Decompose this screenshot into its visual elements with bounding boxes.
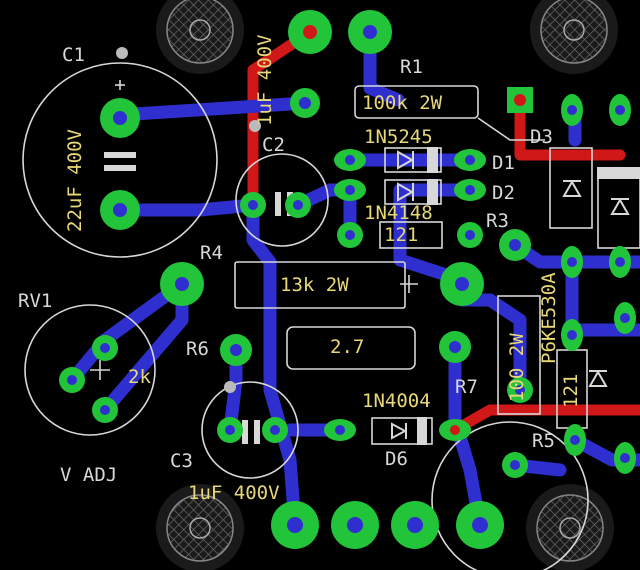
pad — [457, 222, 483, 248]
d3-value: P6KE530A — [538, 272, 560, 364]
pad — [337, 222, 363, 248]
pad — [499, 229, 531, 261]
pad — [324, 419, 356, 441]
pad — [290, 88, 320, 118]
pad — [334, 149, 366, 171]
pad — [439, 419, 471, 441]
pad — [507, 377, 533, 403]
r5-value: 121 — [560, 373, 582, 408]
d6-name: D6 — [385, 448, 408, 470]
mounting-hole — [530, 0, 618, 74]
d2-value: 1N4148 — [364, 202, 433, 224]
rv1-label: V ADJ — [60, 464, 118, 486]
r4-value: 13k 2W — [280, 274, 349, 296]
r3-value: 121 — [384, 224, 419, 246]
c1-name: C1 — [62, 44, 85, 66]
d2-name: D2 — [492, 182, 515, 204]
c1-value: 22uF 400V — [64, 129, 86, 232]
d6-value: 1N4004 — [362, 390, 431, 412]
pad — [561, 246, 583, 278]
c3-name: C3 — [170, 450, 193, 472]
pad — [240, 192, 266, 218]
pad — [92, 397, 118, 423]
pad — [285, 192, 311, 218]
pad — [92, 335, 118, 361]
pad — [507, 87, 533, 113]
c2-name: C2 — [262, 134, 285, 156]
pad — [262, 417, 288, 443]
r5-name: R5 — [532, 430, 555, 452]
connector-pin — [456, 501, 504, 549]
pad — [454, 149, 486, 171]
c2-value: 1uF 400V — [254, 34, 276, 126]
pad — [160, 262, 204, 306]
pad — [348, 10, 392, 54]
pad — [561, 319, 583, 351]
r4-name: R4 — [200, 242, 223, 264]
mounting-hole — [156, 0, 244, 74]
pad — [220, 334, 252, 366]
mounting-hole — [526, 484, 614, 570]
r7-name: R7 — [455, 376, 478, 398]
r1-value: 100k 2W — [362, 92, 443, 114]
silkscreen — [22, 62, 640, 570]
pad — [614, 302, 636, 334]
pad — [502, 452, 528, 478]
connector-pin — [271, 501, 319, 549]
connector-pin — [331, 501, 379, 549]
d1-value: 1N5245 — [364, 126, 433, 148]
mounting-hole — [156, 484, 244, 570]
reference-dots — [116, 47, 261, 393]
rv1-name: RV1 — [18, 290, 53, 312]
c3-value: 1uF 400V — [188, 482, 280, 504]
pad — [454, 179, 486, 201]
pad — [59, 367, 85, 393]
diode-symbols — [391, 147, 640, 445]
pads — [59, 10, 636, 549]
connector-pin — [391, 501, 439, 549]
r1-name: R1 — [400, 56, 423, 78]
rv1-value: 2k — [128, 366, 151, 388]
pad — [609, 94, 631, 126]
pad — [439, 331, 471, 363]
r7-value: 100 2W — [506, 333, 528, 402]
d1-name: D1 — [492, 152, 515, 174]
pad — [288, 10, 332, 54]
pad — [100, 98, 140, 138]
pad — [100, 190, 140, 230]
pad — [440, 262, 484, 306]
r3-name: R3 — [486, 210, 509, 232]
pad — [217, 417, 243, 443]
pad — [614, 442, 636, 474]
pad — [561, 94, 583, 126]
d3-name: D3 — [530, 126, 553, 148]
pad — [609, 246, 631, 278]
r6-name: R6 — [186, 338, 209, 360]
pad — [564, 424, 586, 456]
pad — [334, 179, 366, 201]
r6-value: 2.7 — [330, 336, 365, 358]
